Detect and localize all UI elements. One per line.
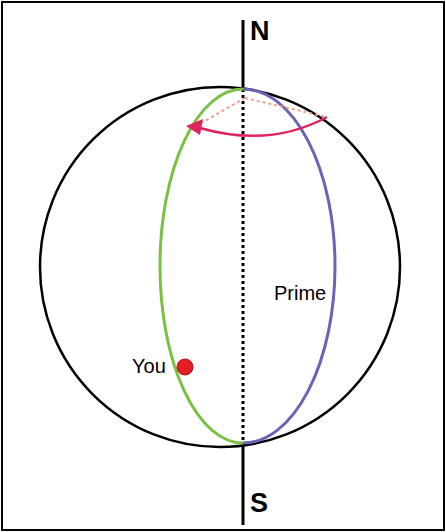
axis-bottom	[242, 443, 245, 525]
pole-label: N	[250, 18, 270, 45]
meridian-label: Prime	[274, 283, 326, 303]
globe-outline	[40, 87, 400, 447]
rotation-arrow	[200, 117, 327, 136]
your-meridian	[160, 89, 243, 443]
angle-ray	[196, 98, 245, 126]
prime-meridian	[243, 89, 335, 443]
location-label: You	[132, 356, 166, 376]
arrow-head	[186, 119, 203, 135]
pole-label: S	[250, 490, 268, 517]
angle-ray	[245, 98, 327, 117]
axis-dotted	[242, 89, 245, 443]
axis-top	[242, 20, 245, 89]
location-dot	[177, 359, 193, 375]
